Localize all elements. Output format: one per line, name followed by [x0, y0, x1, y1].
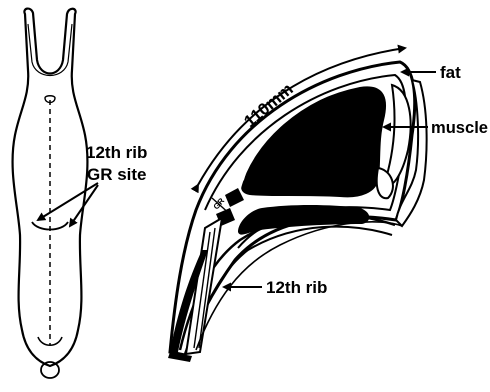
- rib-gr-label-line1: 12th rib: [86, 143, 147, 162]
- gr-site-pointer-arrows: [38, 183, 98, 226]
- fat-label: fat: [440, 63, 461, 82]
- rib-gr-label-line2: GR site: [87, 165, 147, 184]
- muscle-label: muscle: [431, 118, 488, 137]
- rib-cross-section: [168, 62, 427, 362]
- rib-bottom-label: 12th rib: [266, 278, 327, 297]
